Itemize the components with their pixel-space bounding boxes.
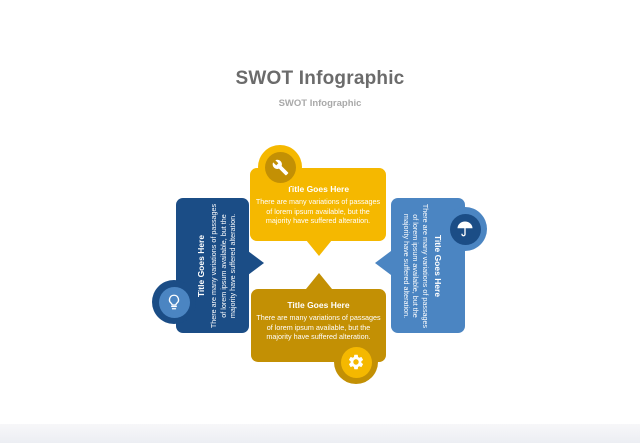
card-top-title: Title Goes Here [286, 184, 350, 194]
slide-subtitle: SWOT Infographic [278, 98, 362, 109]
card-right-text: Title Goes Here There are many variation… [401, 203, 443, 328]
slide-title: SWOT Infographic [235, 68, 405, 89]
card-left-title: Title Goes Here [195, 234, 206, 297]
card-left-pointer [248, 251, 264, 275]
card-left-text: Title Goes Here There are many variation… [195, 203, 237, 328]
card-bottom: Title Goes Here There are many variation… [251, 289, 386, 362]
gear-icon [348, 354, 364, 370]
wrench-icon [272, 159, 288, 175]
bottom-strip [0, 424, 640, 443]
card-bottom-badge [334, 340, 378, 384]
card-right-body: There are many variations of passages of… [401, 203, 431, 328]
card-left-body: There are many variations of passages of… [208, 203, 237, 328]
card-right-pointer [375, 251, 391, 275]
card-bottom-title: Title Goes Here [287, 300, 350, 310]
card-right-badge [443, 207, 487, 251]
card-top-pointer [306, 240, 332, 256]
card-bottom-body: There are many variations of passages of… [256, 313, 381, 342]
card-bottom-pointer [306, 273, 332, 289]
card-left-badge [152, 280, 196, 324]
card-top-text: Title Goes Here There are many variation… [254, 184, 382, 226]
card-bottom-text: Title Goes Here There are many variation… [255, 300, 382, 342]
lightbulb-icon [168, 294, 180, 310]
card-right-title: Title Goes Here [433, 234, 444, 297]
card-top-body: There are many variations of passages of… [255, 197, 381, 226]
umbrella-icon [457, 221, 473, 237]
card-top-badge [258, 145, 302, 189]
card-top: Title Goes Here There are many variation… [250, 168, 386, 241]
